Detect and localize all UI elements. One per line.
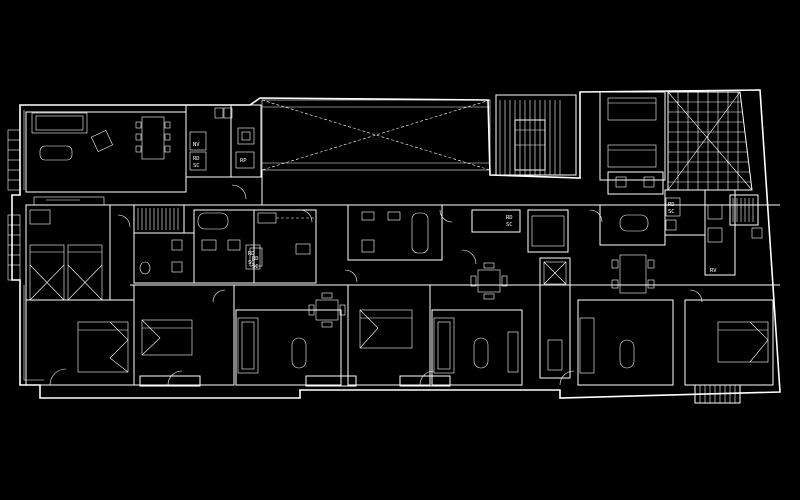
top-left-living-room — [25, 111, 187, 206]
center-left-living — [235, 309, 342, 386]
center-bedroom-a — [133, 284, 235, 386]
center-right-living — [431, 309, 523, 386]
label-sc-5: SC — [252, 264, 259, 270]
bathrooms-row: RD SC RD SC — [133, 204, 569, 284]
main-corridor — [110, 204, 780, 286]
label-sc-3: SC — [506, 222, 513, 228]
door-swings — [117, 184, 703, 386]
terrace-grid — [667, 91, 753, 191]
label-sc-4: SC — [668, 209, 675, 215]
label-rd-3: RD — [506, 215, 513, 221]
center-right-dining — [470, 262, 508, 300]
left-bedroom — [25, 204, 111, 301]
right-kitchen-bath: RD SC RV — [599, 189, 763, 276]
label-rd-4: RD — [668, 202, 675, 208]
top-utility-rooms: NV RD SC RP — [185, 104, 262, 178]
right-living — [577, 299, 674, 386]
lower-left-master-bedroom — [25, 299, 135, 386]
right-master-bedroom — [684, 299, 774, 386]
label-nv: NV — [193, 142, 200, 148]
label-rv: RV — [710, 268, 717, 274]
bottom-balconies — [139, 375, 741, 404]
stair-left — [133, 204, 185, 234]
misc-labels: RD SC — [249, 197, 681, 270]
label-rd-2: RD — [248, 251, 255, 257]
stair-core-top — [495, 94, 577, 176]
building-outline — [7, 89, 781, 399]
top-right-bedroom — [599, 91, 666, 195]
center-bedroom-b — [347, 284, 431, 386]
label-rd: RD — [193, 156, 200, 162]
label-sc-2: SC — [248, 260, 255, 266]
service-shaft — [539, 257, 571, 379]
central-courtyard — [261, 99, 491, 205]
label-rp: RP — [240, 158, 247, 164]
label-rd-5: RD — [252, 256, 259, 262]
label-sc: SC — [193, 163, 200, 169]
right-dining — [611, 254, 655, 294]
